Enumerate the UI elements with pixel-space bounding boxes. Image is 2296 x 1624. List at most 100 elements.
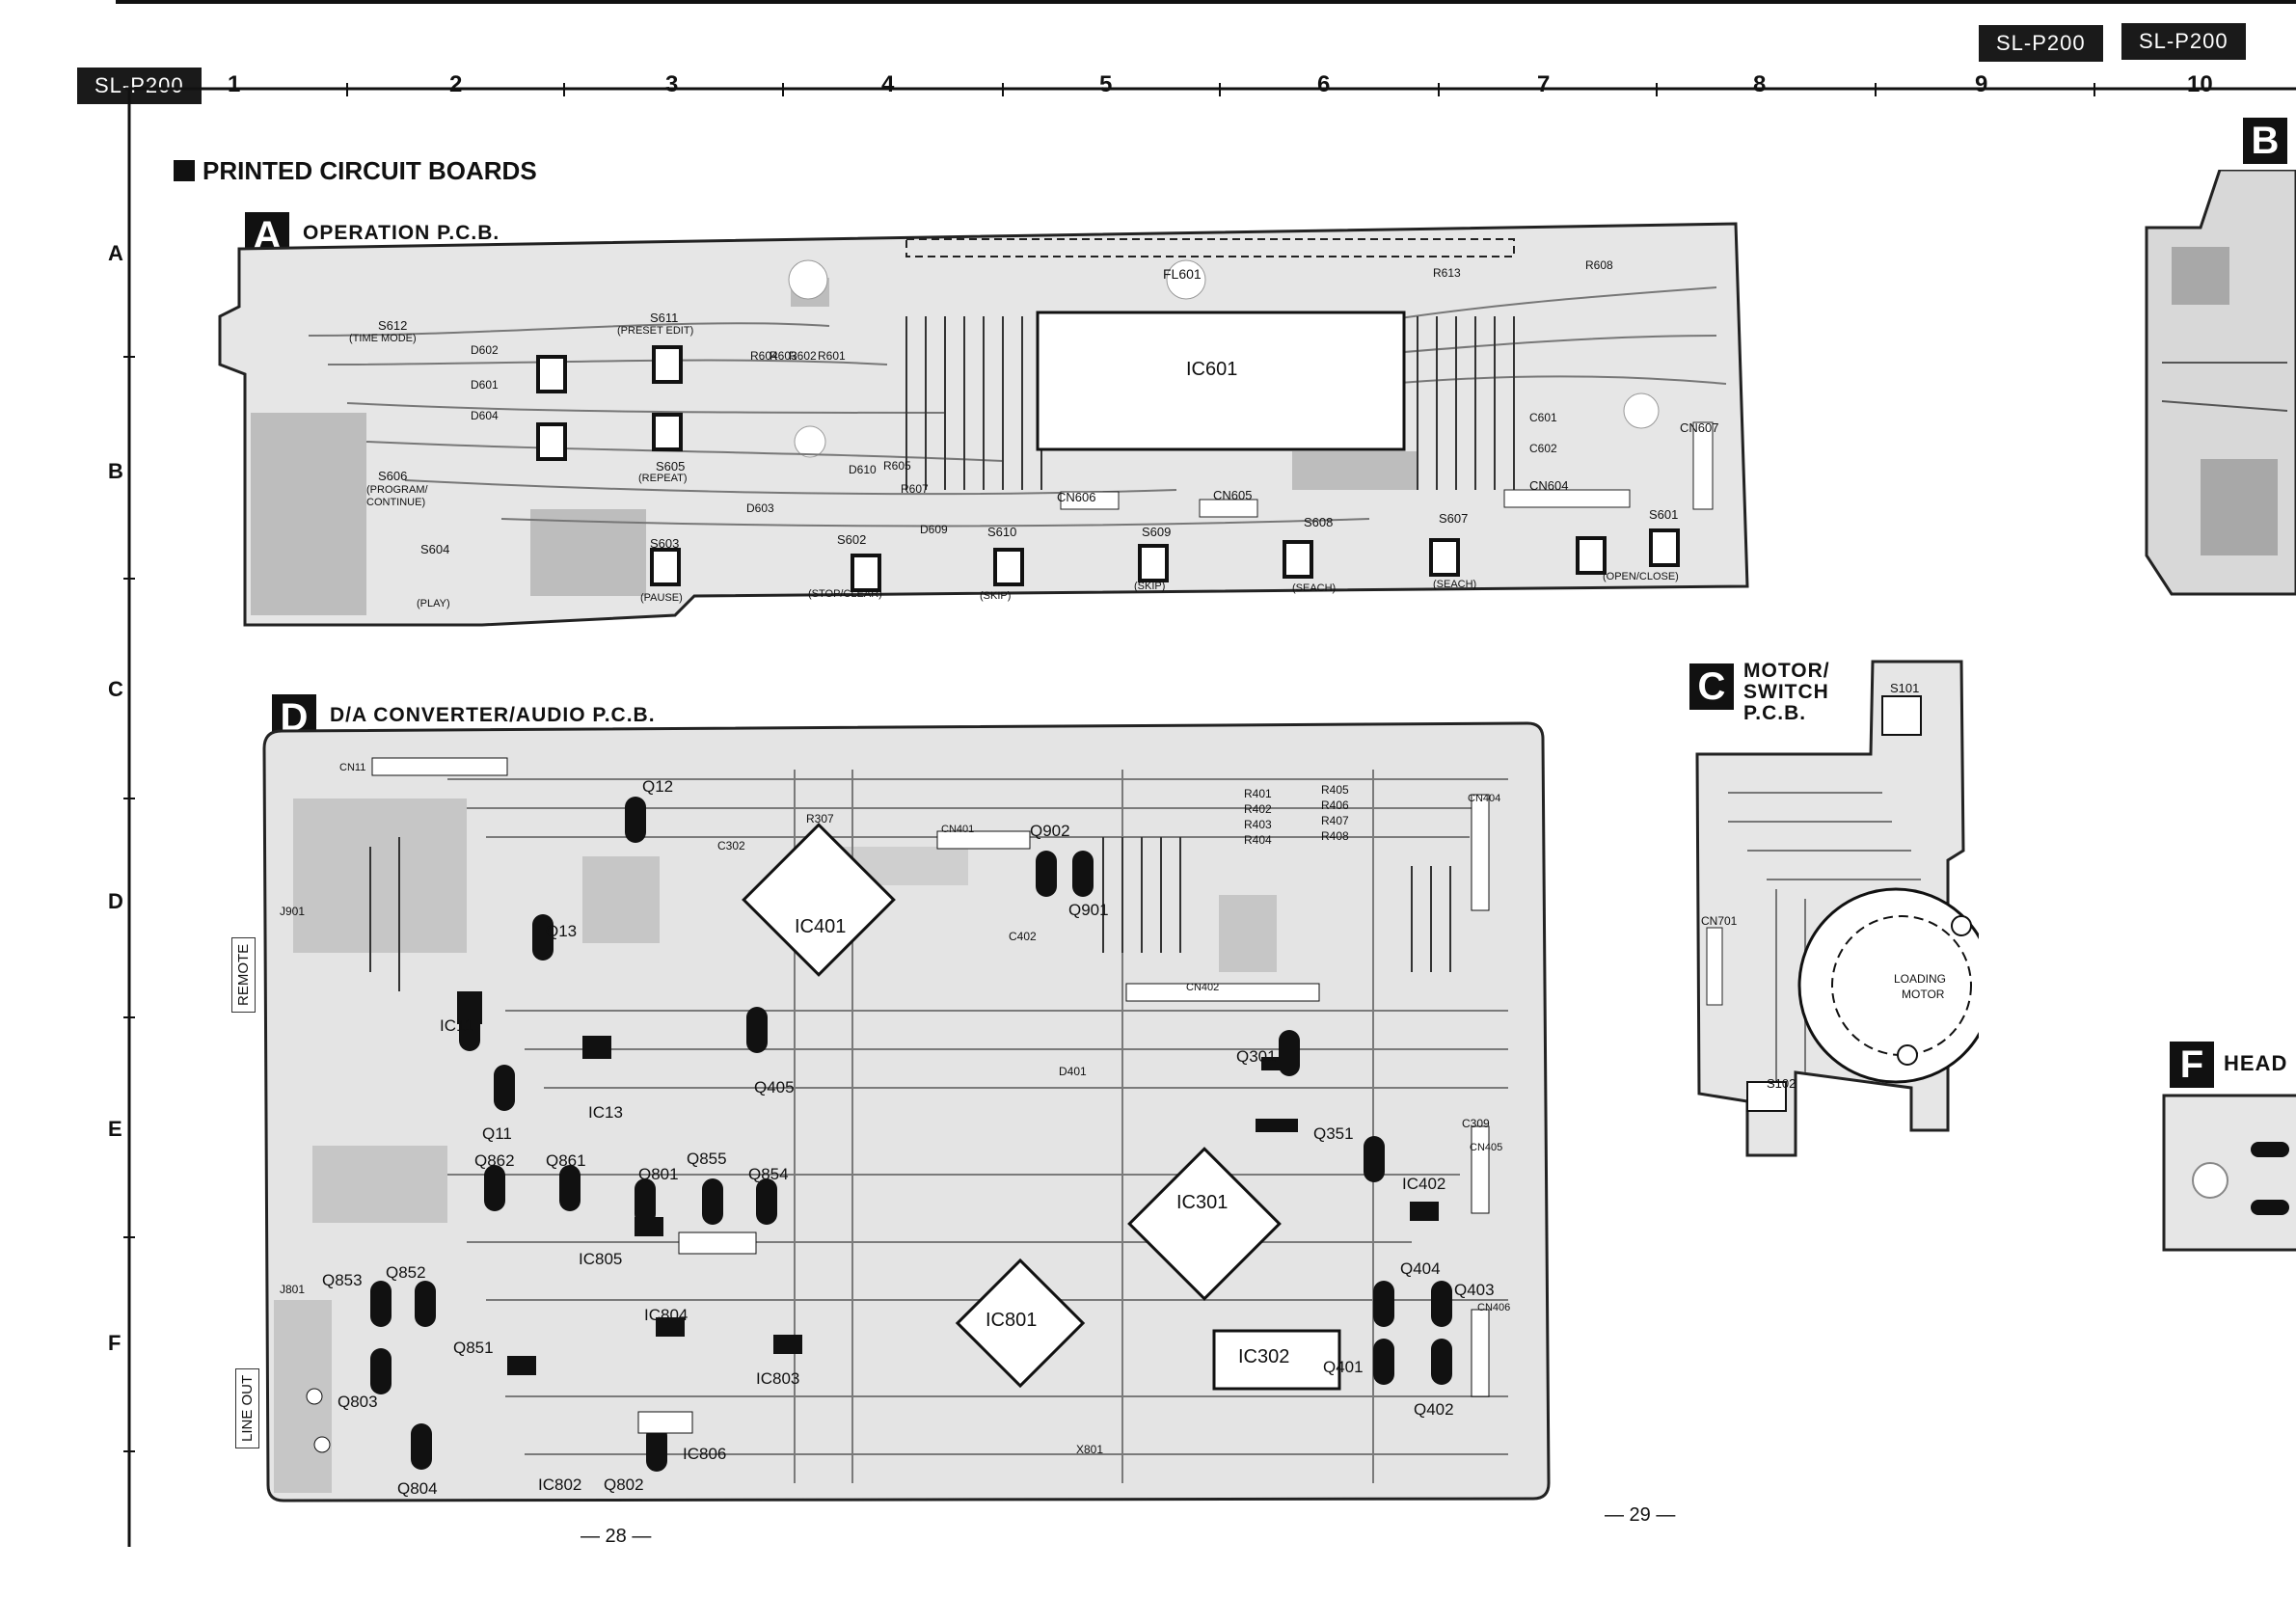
r603-label: R603: [770, 349, 797, 363]
q861-label: Q861: [546, 1151, 586, 1170]
loading-motor-label-2: MOTOR: [1902, 988, 1945, 1001]
section-c-title-2: SWITCH: [1743, 681, 1829, 703]
c602-label: C602: [1529, 442, 1557, 455]
q851-label: Q851: [453, 1339, 494, 1357]
q401-label: Q401: [1323, 1358, 1364, 1376]
q404-label: Q404: [1400, 1259, 1441, 1278]
r405-label: R405: [1321, 783, 1349, 797]
cn402-label: CN402: [1186, 982, 1220, 993]
s602-func: (STOP/CLEAR): [808, 588, 882, 600]
cn605-label: CN605: [1213, 488, 1253, 502]
ic301-label: IC301: [1176, 1192, 1229, 1213]
s610-func: (SKIP): [980, 590, 1012, 602]
r408-label: R408: [1321, 829, 1349, 843]
r604-label: R604: [750, 349, 778, 363]
q804-label: Q804: [397, 1479, 438, 1498]
q802-label: Q802: [604, 1475, 644, 1494]
ic804-label: IC804: [644, 1306, 689, 1324]
j901-label: J901: [280, 905, 306, 918]
q853-label: Q853: [322, 1271, 363, 1289]
fl601-label: FL601: [1163, 266, 1202, 282]
grid-col-9: 9: [1975, 71, 1988, 97]
q13-label: Q13: [546, 922, 578, 940]
s609-label: S609: [1142, 525, 1172, 539]
ic801-label: IC801: [986, 1310, 1038, 1331]
operation-pcb: [218, 222, 1749, 627]
r403-label: R403: [1244, 818, 1272, 831]
c402-label: C402: [1009, 930, 1037, 943]
r407-label: R407: [1321, 814, 1349, 827]
grid-col-4: 4: [881, 71, 895, 97]
q801-label: Q801: [638, 1165, 679, 1183]
grid-row-b: B: [108, 459, 123, 483]
s605-label: S605: [656, 459, 686, 474]
r608-label: R608: [1585, 258, 1613, 272]
model-tag-left: SL-P200: [77, 68, 202, 104]
cn604-label: CN604: [1529, 478, 1569, 493]
remote-label: REMOTE: [231, 936, 256, 1013]
c309-label: C309: [1462, 1117, 1490, 1130]
d602-label: D602: [471, 343, 499, 357]
motor-switch-pcb: [1695, 660, 1979, 1157]
board-f-partial: [2162, 1094, 2296, 1252]
ic806-label: IC806: [683, 1445, 727, 1463]
ic11-label: IC11: [440, 1016, 473, 1035]
x801-label: X801: [1076, 1443, 1104, 1456]
s102-label: S102: [1767, 1076, 1796, 1091]
ic302-label: IC302: [1238, 1346, 1290, 1367]
ic802-label: IC802: [538, 1475, 582, 1494]
c601-label: C601: [1529, 411, 1557, 424]
r404-label: R404: [1244, 833, 1272, 847]
d609-label: D609: [920, 523, 948, 536]
s606-label: S606: [378, 469, 408, 483]
grid-col-6: 6: [1317, 71, 1331, 97]
grid-col-2: 2: [449, 71, 463, 97]
q803-label: Q803: [338, 1393, 378, 1411]
cn606-label: CN606: [1057, 490, 1096, 504]
s604-label: S604: [420, 542, 450, 556]
q11-label: Q11: [482, 1124, 512, 1143]
q854-label: Q854: [748, 1165, 789, 1183]
section-c-title-3: P.C.B.: [1743, 702, 1807, 724]
s608-func: (SEACH): [1292, 582, 1337, 594]
ic401-label: IC401: [795, 916, 847, 937]
ic601-label: IC601: [1186, 359, 1238, 380]
loading-motor-label-1: LOADING: [1894, 972, 1947, 986]
q862-label: Q862: [474, 1151, 515, 1170]
cn11-label: CN11: [339, 762, 366, 773]
r601-label: R601: [818, 349, 846, 363]
q901-label: Q901: [1068, 901, 1109, 919]
d603-label: D603: [746, 501, 774, 515]
s611-label: S611: [650, 311, 679, 325]
c302-label: C302: [717, 839, 745, 853]
s612-label: S612: [378, 318, 408, 333]
s610-label: S610: [987, 525, 1017, 539]
grid-col-10: 10: [2187, 71, 2213, 97]
r605-label: R605: [883, 459, 911, 473]
section-b-badge: B: [2243, 118, 2287, 164]
s607-func: (SEACH): [1433, 579, 1477, 590]
board-b-partial: [2145, 170, 2296, 596]
r613-label: R613: [1433, 266, 1461, 280]
d610-label: D610: [849, 463, 877, 476]
q405-label: Q405: [754, 1078, 795, 1096]
cn701-label: CN701: [1701, 914, 1738, 928]
section-c-title-1: MOTOR/: [1743, 660, 1830, 682]
q855-label: Q855: [687, 1150, 727, 1168]
grid-row-e: E: [108, 1117, 122, 1141]
s607-label: S607: [1439, 511, 1469, 526]
q403-label: Q403: [1454, 1281, 1495, 1299]
r607-label: R607: [901, 482, 929, 496]
cn607-label: CN607: [1680, 420, 1719, 435]
r307-label: R307: [806, 812, 834, 826]
section-f-title: HEAD: [2224, 1051, 2288, 1075]
d601-label: D601: [471, 378, 499, 392]
s611-func: (PRESET EDIT): [617, 325, 694, 337]
r602-label: R602: [789, 349, 817, 363]
grid-col-8: 8: [1753, 71, 1767, 97]
q402-label: Q402: [1414, 1400, 1454, 1419]
q902-label: Q902: [1030, 822, 1070, 840]
d604-label: D604: [471, 409, 499, 422]
ic13-label: IC13: [588, 1103, 623, 1122]
